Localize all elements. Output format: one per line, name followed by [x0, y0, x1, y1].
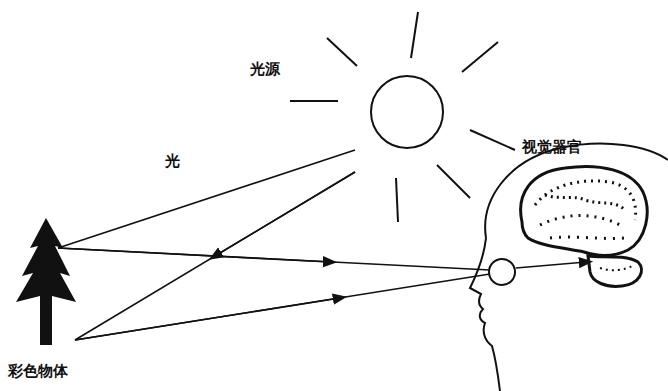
brain-symbol: [521, 166, 647, 286]
label-text: 光: [165, 152, 180, 170]
light-ray: [58, 150, 586, 340]
tree-symbol: [16, 218, 76, 345]
head-outline: [470, 144, 668, 391]
label-text: 光源: [250, 60, 280, 78]
label-text: 视觉器官: [522, 138, 582, 156]
label-text: 彩色物体: [8, 362, 68, 380]
